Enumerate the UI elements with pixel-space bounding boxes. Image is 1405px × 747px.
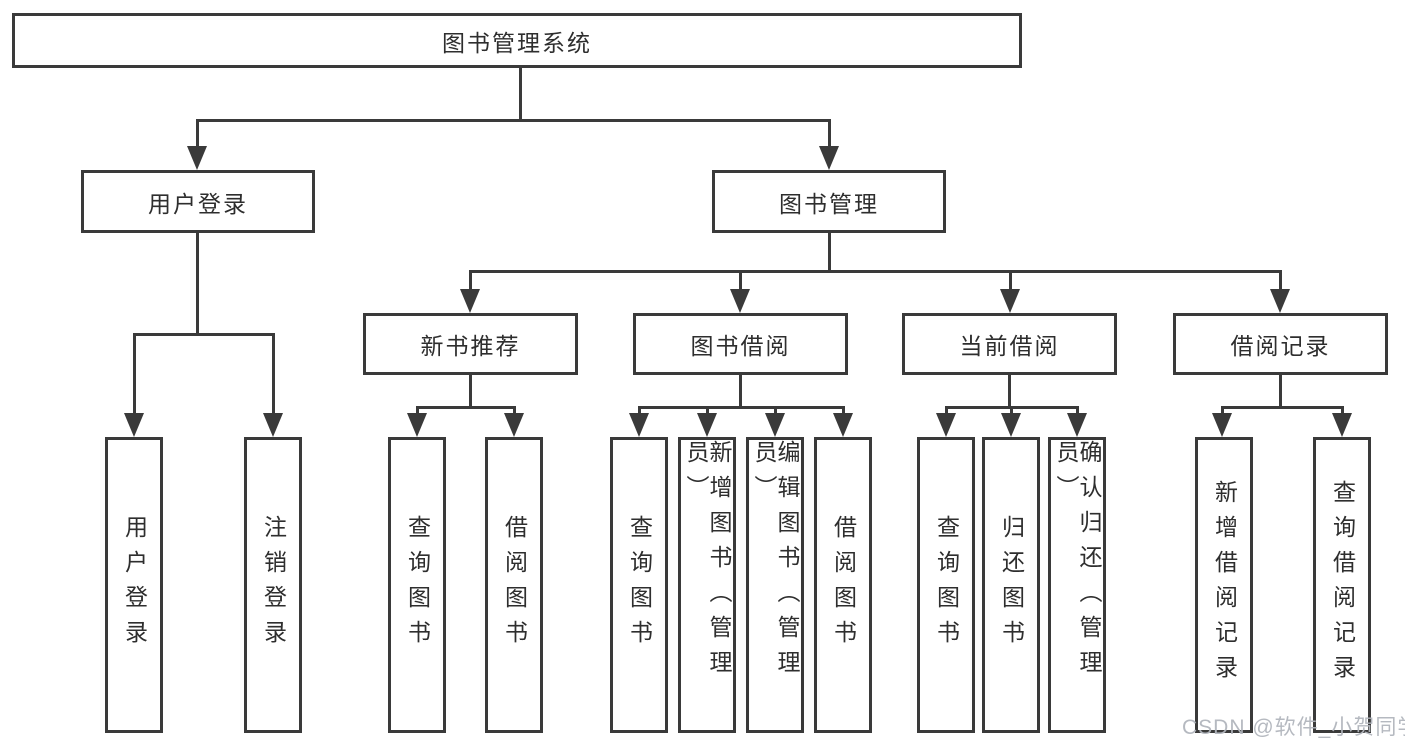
arrow-down-icon bbox=[1332, 413, 1352, 437]
leaf-confirm-return-admin-label: 确认归还（管理员） bbox=[1053, 440, 1102, 685]
node-library-system: 图书管理系统 bbox=[12, 13, 1022, 68]
leaf-borrow-books-recommend-label: 借阅图书 bbox=[501, 515, 528, 655]
leaf-query-books-borrow: 查询图书 bbox=[610, 437, 668, 733]
connector-line bbox=[1009, 270, 1012, 293]
leaf-user-login: 用户登录 bbox=[105, 437, 163, 733]
leaf-borrow-books-label: 借阅图书 bbox=[830, 515, 857, 655]
node-borrow-records: 借阅记录 bbox=[1173, 313, 1388, 375]
arrow-down-icon bbox=[460, 289, 480, 313]
connector-line bbox=[133, 333, 136, 415]
node-user-login-label: 用户登录 bbox=[148, 190, 248, 217]
connector-line bbox=[1008, 375, 1011, 408]
node-user-login: 用户登录 bbox=[81, 170, 315, 233]
arrow-down-icon bbox=[833, 413, 853, 437]
connector-line bbox=[513, 406, 516, 416]
connector-line bbox=[1076, 406, 1079, 416]
connector-line bbox=[706, 406, 709, 416]
node-book-management: 图书管理 bbox=[712, 170, 946, 233]
leaf-query-books-recommend: 查询图书 bbox=[388, 437, 446, 733]
connector-line bbox=[638, 406, 641, 416]
connector-line bbox=[272, 333, 275, 415]
node-new-book-recommend-label: 新书推荐 bbox=[420, 333, 521, 359]
node-new-book-recommend: 新书推荐 bbox=[363, 313, 578, 375]
arrow-down-icon bbox=[1001, 413, 1021, 437]
leaf-borrow-books: 借阅图书 bbox=[814, 437, 872, 733]
leaf-confirm-return-admin: 确认归还（管理员） bbox=[1048, 437, 1106, 733]
leaf-add-books-admin-label: 新增图书（管理员） bbox=[683, 440, 732, 685]
leaf-add-books-admin: 新增图书（管理员） bbox=[678, 437, 736, 733]
connector-line bbox=[774, 406, 777, 416]
arrow-down-icon bbox=[819, 146, 839, 170]
arrow-down-icon bbox=[1067, 413, 1087, 437]
connector-line bbox=[842, 406, 845, 416]
connector-line bbox=[828, 233, 831, 272]
leaf-logout-label: 注销登录 bbox=[260, 515, 287, 655]
leaf-query-borrow-record: 查询借阅记录 bbox=[1313, 437, 1371, 733]
arrow-down-icon bbox=[187, 146, 207, 170]
leaf-return-books: 归还图书 bbox=[982, 437, 1040, 733]
connector-line bbox=[196, 119, 831, 122]
leaf-edit-books-admin: 编辑图书（管理员） bbox=[746, 437, 804, 733]
node-borrow-records-label: 借阅记录 bbox=[1230, 333, 1331, 359]
connector-line bbox=[196, 233, 199, 335]
connector-line bbox=[133, 333, 275, 336]
leaf-logout: 注销登录 bbox=[244, 437, 302, 733]
arrow-down-icon bbox=[697, 413, 717, 437]
node-book-management-label: 图书管理 bbox=[779, 190, 879, 217]
arrow-down-icon bbox=[504, 413, 524, 437]
leaf-add-borrow-record-label: 新增借阅记录 bbox=[1211, 480, 1238, 690]
connector-line bbox=[416, 406, 419, 416]
arrow-down-icon bbox=[765, 413, 785, 437]
connector-line bbox=[1221, 406, 1224, 416]
leaf-return-books-label: 归还图书 bbox=[998, 515, 1025, 655]
connector-line bbox=[519, 68, 522, 120]
connector-line bbox=[638, 406, 844, 409]
arrow-down-icon bbox=[936, 413, 956, 437]
connector-line bbox=[1010, 406, 1013, 416]
connector-line bbox=[945, 406, 948, 416]
node-book-borrow: 图书借阅 bbox=[633, 313, 848, 375]
arrow-down-icon bbox=[1000, 289, 1020, 313]
connector-line bbox=[469, 375, 472, 408]
connector-line bbox=[739, 270, 742, 293]
leaf-borrow-books-recommend: 借阅图书 bbox=[485, 437, 543, 733]
connector-line bbox=[739, 375, 742, 408]
watermark: CSDN @软件_小贺同学 bbox=[1182, 716, 1405, 739]
node-book-borrow-label: 图书借阅 bbox=[690, 333, 791, 359]
arrow-down-icon bbox=[263, 413, 283, 437]
leaf-query-books-borrow-label: 查询图书 bbox=[626, 515, 653, 655]
leaf-add-borrow-record: 新增借阅记录 bbox=[1195, 437, 1253, 733]
node-current-borrow-label: 当前借阅 bbox=[959, 333, 1060, 359]
connector-line bbox=[828, 119, 831, 150]
connector-line bbox=[1341, 406, 1344, 416]
node-current-borrow: 当前借阅 bbox=[902, 313, 1117, 375]
arrow-down-icon bbox=[124, 413, 144, 437]
connector-line bbox=[1279, 375, 1282, 408]
leaf-query-books-current-label: 查询图书 bbox=[933, 515, 960, 655]
connector-line bbox=[469, 270, 472, 293]
connector-line bbox=[469, 270, 1282, 273]
arrow-down-icon bbox=[407, 413, 427, 437]
arrow-down-icon bbox=[629, 413, 649, 437]
leaf-edit-books-admin-label: 编辑图书（管理员） bbox=[751, 440, 800, 685]
connector-line bbox=[1221, 406, 1344, 409]
leaf-query-books-current: 查询图书 bbox=[917, 437, 975, 733]
leaf-user-login-label: 用户登录 bbox=[121, 515, 148, 655]
arrow-down-icon bbox=[1212, 413, 1232, 437]
arrow-down-icon bbox=[1270, 289, 1290, 313]
leaf-query-books-recommend-label: 查询图书 bbox=[404, 515, 431, 655]
connector-line bbox=[1279, 270, 1282, 293]
connector-line bbox=[196, 119, 199, 150]
leaf-query-borrow-record-label: 查询借阅记录 bbox=[1329, 480, 1356, 690]
connector-line bbox=[416, 406, 516, 409]
node-library-system-label: 图书管理系统 bbox=[442, 29, 592, 56]
arrow-down-icon bbox=[730, 289, 750, 313]
